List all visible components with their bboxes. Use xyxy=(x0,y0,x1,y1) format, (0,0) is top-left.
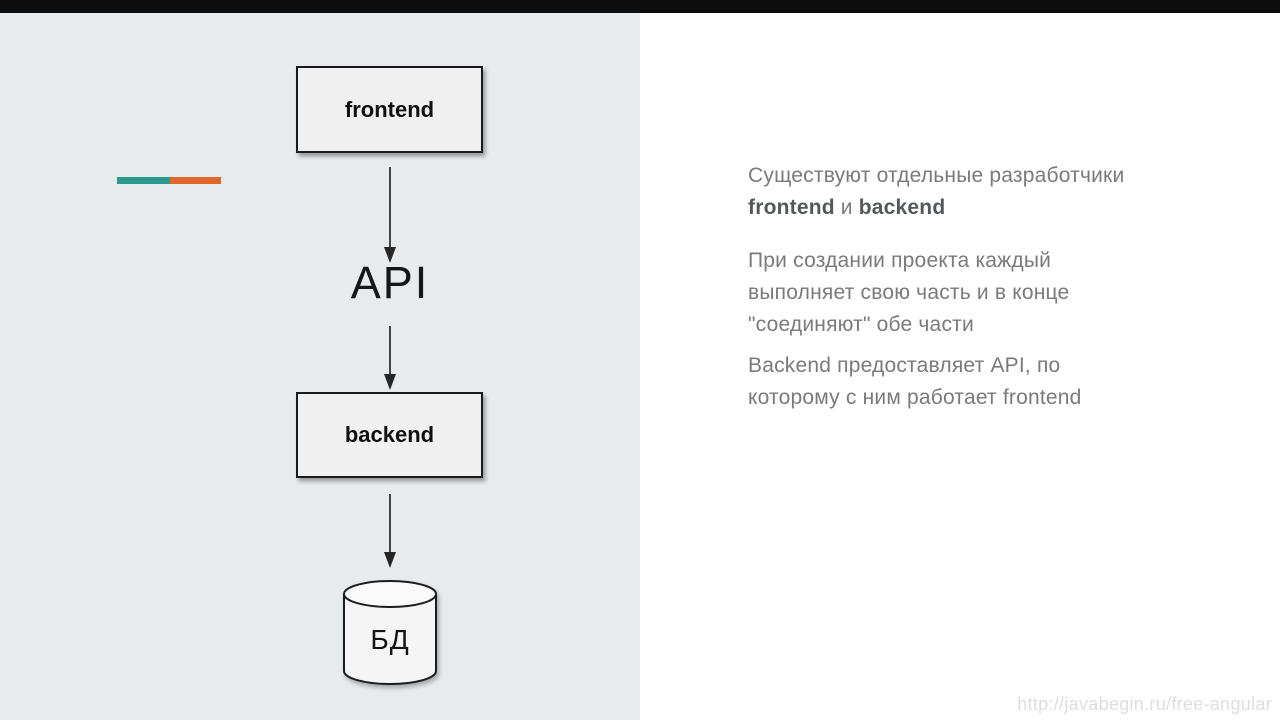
database-label: БД xyxy=(370,624,410,655)
accent-divider-line xyxy=(117,177,221,184)
arrow-down-icon xyxy=(384,326,396,390)
frontend-node: frontend xyxy=(296,66,483,153)
notes-panel: Существуют отдельные разработчики fronte… xyxy=(640,13,1280,720)
backend-node-label: backend xyxy=(344,422,435,447)
accent-orange-segment xyxy=(170,177,221,184)
accent-teal-segment xyxy=(117,177,170,184)
frontend-term: frontend xyxy=(748,196,835,219)
backend-node: backend xyxy=(296,392,483,478)
backend-term: backend xyxy=(858,196,946,219)
api-label: API xyxy=(350,257,430,308)
arrow-down-icon xyxy=(384,494,396,568)
frontend-node-label: frontend xyxy=(344,96,435,122)
paragraph-developers-line1: Существуют отдельные разработчики xyxy=(748,164,1125,187)
paragraph-project-flow: При создании проекта каждый выполняет св… xyxy=(748,249,1070,336)
diagram-panel: frontend API backend БД xyxy=(0,13,640,720)
paragraph-developers: Существуют отдельные разработчики fronte… xyxy=(748,160,1218,224)
watermark-url: http://javabegin.ru/free-angular xyxy=(1017,694,1272,714)
paragraph-api-contract: Backend предоставляет API, по которому с… xyxy=(748,354,1082,409)
top-letterbox-bar xyxy=(0,0,1280,13)
arrow-down-icon xyxy=(384,167,396,263)
connector-text: и xyxy=(834,196,859,219)
database-icon xyxy=(343,580,437,685)
